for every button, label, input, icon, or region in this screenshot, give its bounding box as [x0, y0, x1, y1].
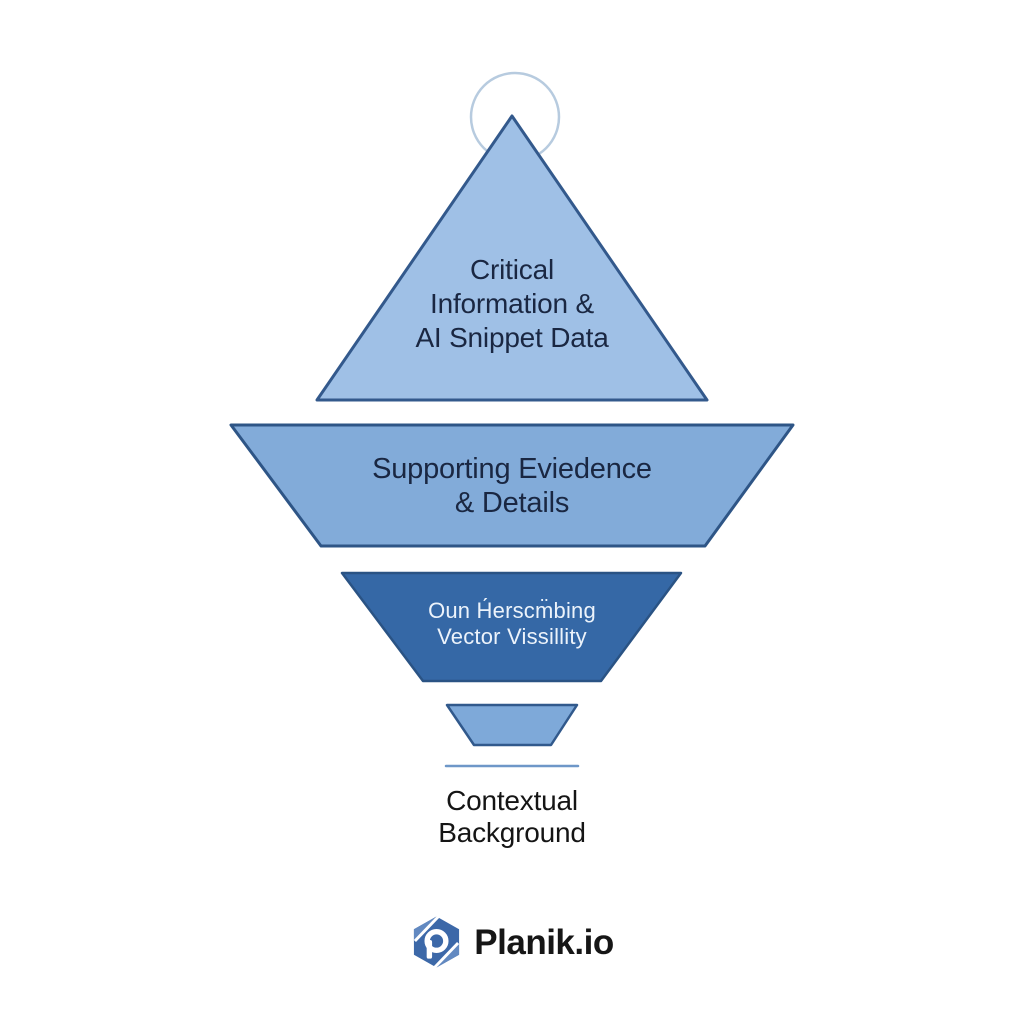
tier-3-label: Oun H́erscm̈bing Vector Vissillity — [428, 598, 596, 649]
tier-2-shape — [229, 423, 795, 548]
contextual-background-caption: Contextual Background — [438, 785, 586, 848]
hexagon-p-logo-icon — [414, 915, 460, 969]
brand-logo: Planik.io — [0, 911, 1024, 973]
tier-3-shape — [340, 571, 683, 683]
brand-name: Planik.io — [474, 922, 614, 962]
tier-4-shape — [445, 703, 579, 747]
tier-1-label: Critical Information & AI Snippet Data — [415, 254, 609, 353]
tier-1-shape — [315, 114, 709, 402]
tier-2-label: Supporting Eviedence & Details — [372, 453, 652, 519]
